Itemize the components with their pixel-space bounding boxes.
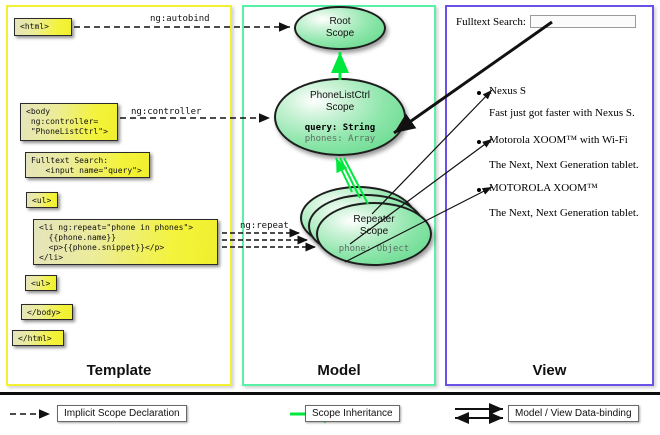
root-scope-title-line2: Scope <box>325 28 355 39</box>
column-label-template: Template <box>86 362 152 379</box>
view-search-input[interactable] <box>530 15 636 28</box>
root-scope-ellipse: Root Scope <box>294 6 386 50</box>
view-item-title: Nexus S <box>489 85 526 97</box>
view-search-label: Fulltext Search: <box>456 16 526 28</box>
ul-open-box: <ul> <box>26 192 58 208</box>
legend-divider <box>0 392 660 395</box>
legend-data-binding: Model / View Data-binding <box>508 405 639 422</box>
body-close-box: </body> <box>21 304 73 320</box>
legend-scope-inheritance: Scope Inheritance <box>305 405 400 422</box>
view-panel-content: Fulltext Search: Nexus S Fast just got f… <box>447 7 652 384</box>
root-scope-title-line1: Root <box>329 16 351 27</box>
ng-controller-label: ng:controller <box>131 107 202 117</box>
phonelistctrl-scope-prop-phones: phones: Array <box>304 133 376 144</box>
ul-close-box: <ul> <box>25 275 57 291</box>
view-item-snippet: The Next, Next Generation tablet. <box>489 207 639 219</box>
repeater-scope-title-line2: Scope <box>359 225 389 237</box>
view-list-bullet <box>477 140 481 144</box>
column-label-model: Model <box>317 362 361 379</box>
repeater-scope-prop-phone: phone: Object <box>338 243 410 254</box>
column-label-view: View <box>532 362 567 379</box>
li-repeat-box: <li ng:repeat="phone in phones"> {{phone… <box>33 219 218 265</box>
view-list-bullet <box>477 188 481 192</box>
phonelistctrl-scope-prop-query: query: String <box>304 122 376 133</box>
view-list-bullet <box>477 91 481 95</box>
phonelistctrl-scope-title-line2: Scope <box>325 101 355 113</box>
view-item-title: Motorola XOOM™ with Wi-Fi <box>489 134 628 146</box>
repeater-scope-title-line1: Repeater <box>353 213 395 225</box>
html-open-box: <html> <box>14 18 72 36</box>
html-close-box: </html> <box>12 330 64 346</box>
phonelistctrl-scope-ellipse: PhoneListCtrl Scope query: String phones… <box>274 78 406 156</box>
legend-implicit-scope-declaration: Implicit Scope Declaration <box>57 405 187 422</box>
view-item-snippet: The Next, Next Generation tablet. <box>489 159 639 171</box>
repeater-scope-ellipse: Repeater Scope phone: Object <box>316 202 432 266</box>
view-item-title: MOTOROLA XOOM™ <box>489 182 598 194</box>
ng-autobind-label: ng:autobind <box>150 14 210 24</box>
fulltext-search-box: Fulltext Search: <input name="query"> <box>25 152 150 178</box>
view-item-snippet: Fast just got faster with Nexus S. <box>489 107 635 119</box>
phonelistctrl-scope-title-line1: PhoneListCtrl <box>309 89 371 101</box>
ng-repeat-label: ng:repeat <box>240 221 289 231</box>
body-controller-box: <body ng:controller= "PhoneListCtrl"> <box>20 103 118 141</box>
